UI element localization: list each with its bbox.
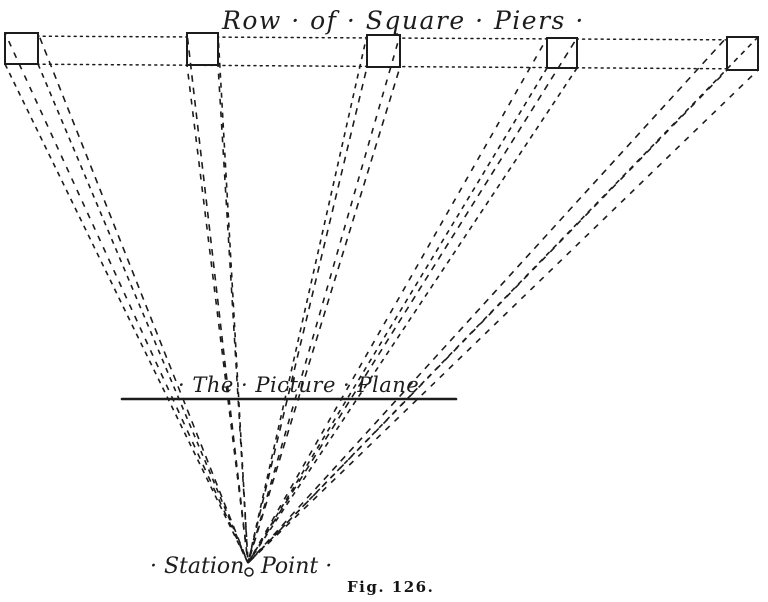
sight-line — [247, 37, 548, 564]
sight-line — [186, 32, 249, 564]
sight-line — [247, 66, 368, 564]
sight-line — [247, 34, 368, 564]
sight-line — [37, 63, 249, 564]
sight-line — [217, 64, 249, 564]
sight-line — [247, 67, 578, 564]
square-pier — [726, 36, 759, 71]
station-point-marker — [244, 567, 254, 577]
square-pier — [546, 37, 578, 69]
sight-line — [247, 67, 548, 564]
pier-row-edge-line — [5, 35, 759, 41]
sight-line — [4, 63, 249, 564]
sight-line — [247, 66, 401, 564]
sight-line — [37, 32, 249, 564]
square-pier — [186, 32, 219, 66]
square-pier — [4, 32, 39, 65]
sight-line — [247, 37, 578, 564]
sight-line — [247, 36, 759, 564]
sight-line — [247, 36, 728, 564]
pier-row-edge-line — [5, 63, 759, 70]
sight-line — [4, 32, 249, 564]
sight-line — [247, 34, 401, 564]
sight-line — [247, 69, 759, 564]
square-pier — [366, 34, 401, 68]
sight-line — [217, 32, 249, 564]
sight-line — [186, 64, 249, 564]
